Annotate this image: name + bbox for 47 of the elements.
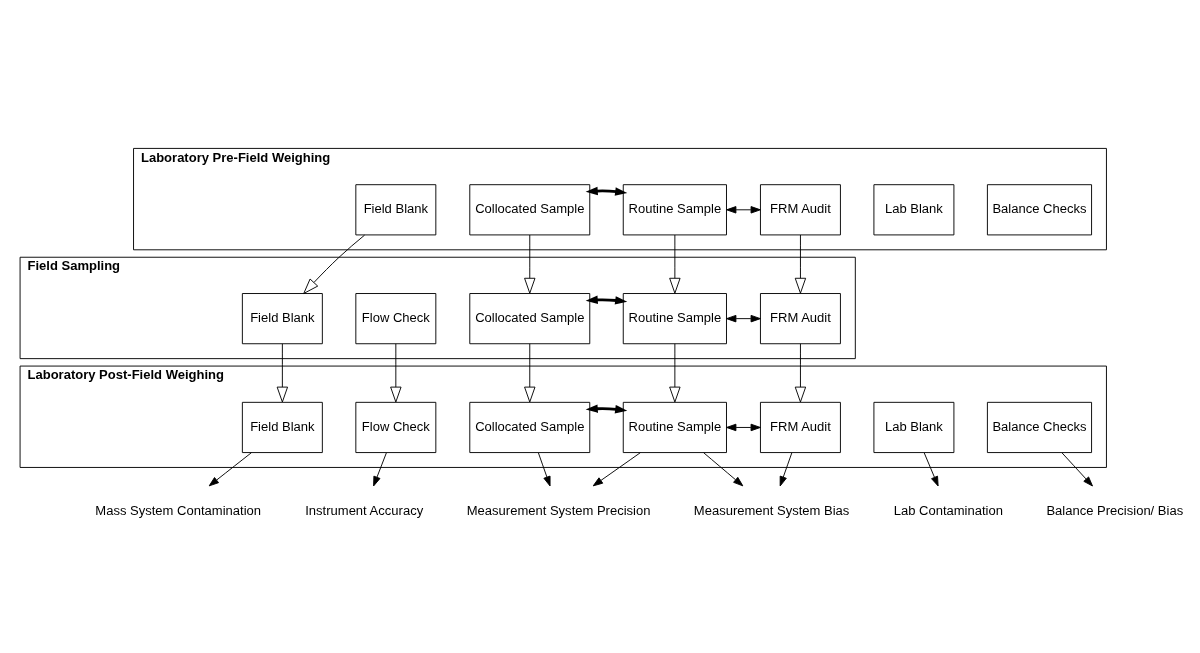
node-box: Field Blank — [241, 401, 323, 454]
node-box: Routine Sample — [622, 184, 727, 236]
node-box: FRM Audit — [760, 184, 841, 236]
node-box: Lab Blank — [873, 401, 955, 454]
arrow — [524, 343, 536, 403]
node-box: Balance Checks — [986, 184, 1093, 236]
node-box: Routine Sample — [622, 293, 727, 345]
arrow — [669, 343, 681, 403]
arrow — [669, 234, 681, 294]
arrow — [390, 343, 402, 403]
arrow — [726, 314, 761, 323]
arrow — [1061, 452, 1093, 487]
arrow — [794, 343, 807, 403]
node-text: Measurement System Bias — [693, 502, 850, 518]
arrow — [585, 295, 628, 305]
node-box: FRM Audit — [760, 293, 841, 345]
node-box: FRM Audit — [760, 401, 841, 454]
arrow — [585, 186, 628, 196]
node-box: Routine Sample — [622, 401, 727, 454]
node-box: Collocated Sample — [469, 293, 591, 345]
arrow — [303, 234, 366, 294]
arrow — [726, 423, 761, 432]
arrow — [537, 452, 551, 487]
arrow — [276, 343, 289, 403]
arrow — [923, 452, 939, 487]
node-box: Field Blank — [355, 184, 437, 236]
arrow — [524, 234, 536, 294]
arrow — [592, 452, 641, 487]
node-text: Balance Precision/ Bias — [1046, 502, 1184, 518]
arrow — [373, 452, 387, 487]
node-text: Measurement System Precision — [466, 502, 651, 518]
node-text: Mass System Contamination — [95, 502, 262, 518]
arrow — [794, 234, 807, 294]
arrow — [779, 452, 793, 487]
arrow — [703, 452, 744, 487]
node-text: Lab Contamination — [893, 502, 1003, 518]
node-box: Lab Blank — [873, 184, 955, 236]
node-text: Instrument Accuracy — [305, 502, 424, 518]
node-box: Balance Checks — [986, 401, 1093, 454]
arrow — [726, 206, 761, 214]
node-box: Flow Check — [355, 401, 437, 454]
node-box: Field Blank — [241, 293, 323, 345]
node-box: Collocated Sample — [469, 184, 591, 236]
node-box: Flow Check — [355, 293, 437, 345]
arrow — [585, 404, 628, 414]
node-box: Collocated Sample — [469, 401, 591, 454]
arrow — [208, 452, 252, 487]
